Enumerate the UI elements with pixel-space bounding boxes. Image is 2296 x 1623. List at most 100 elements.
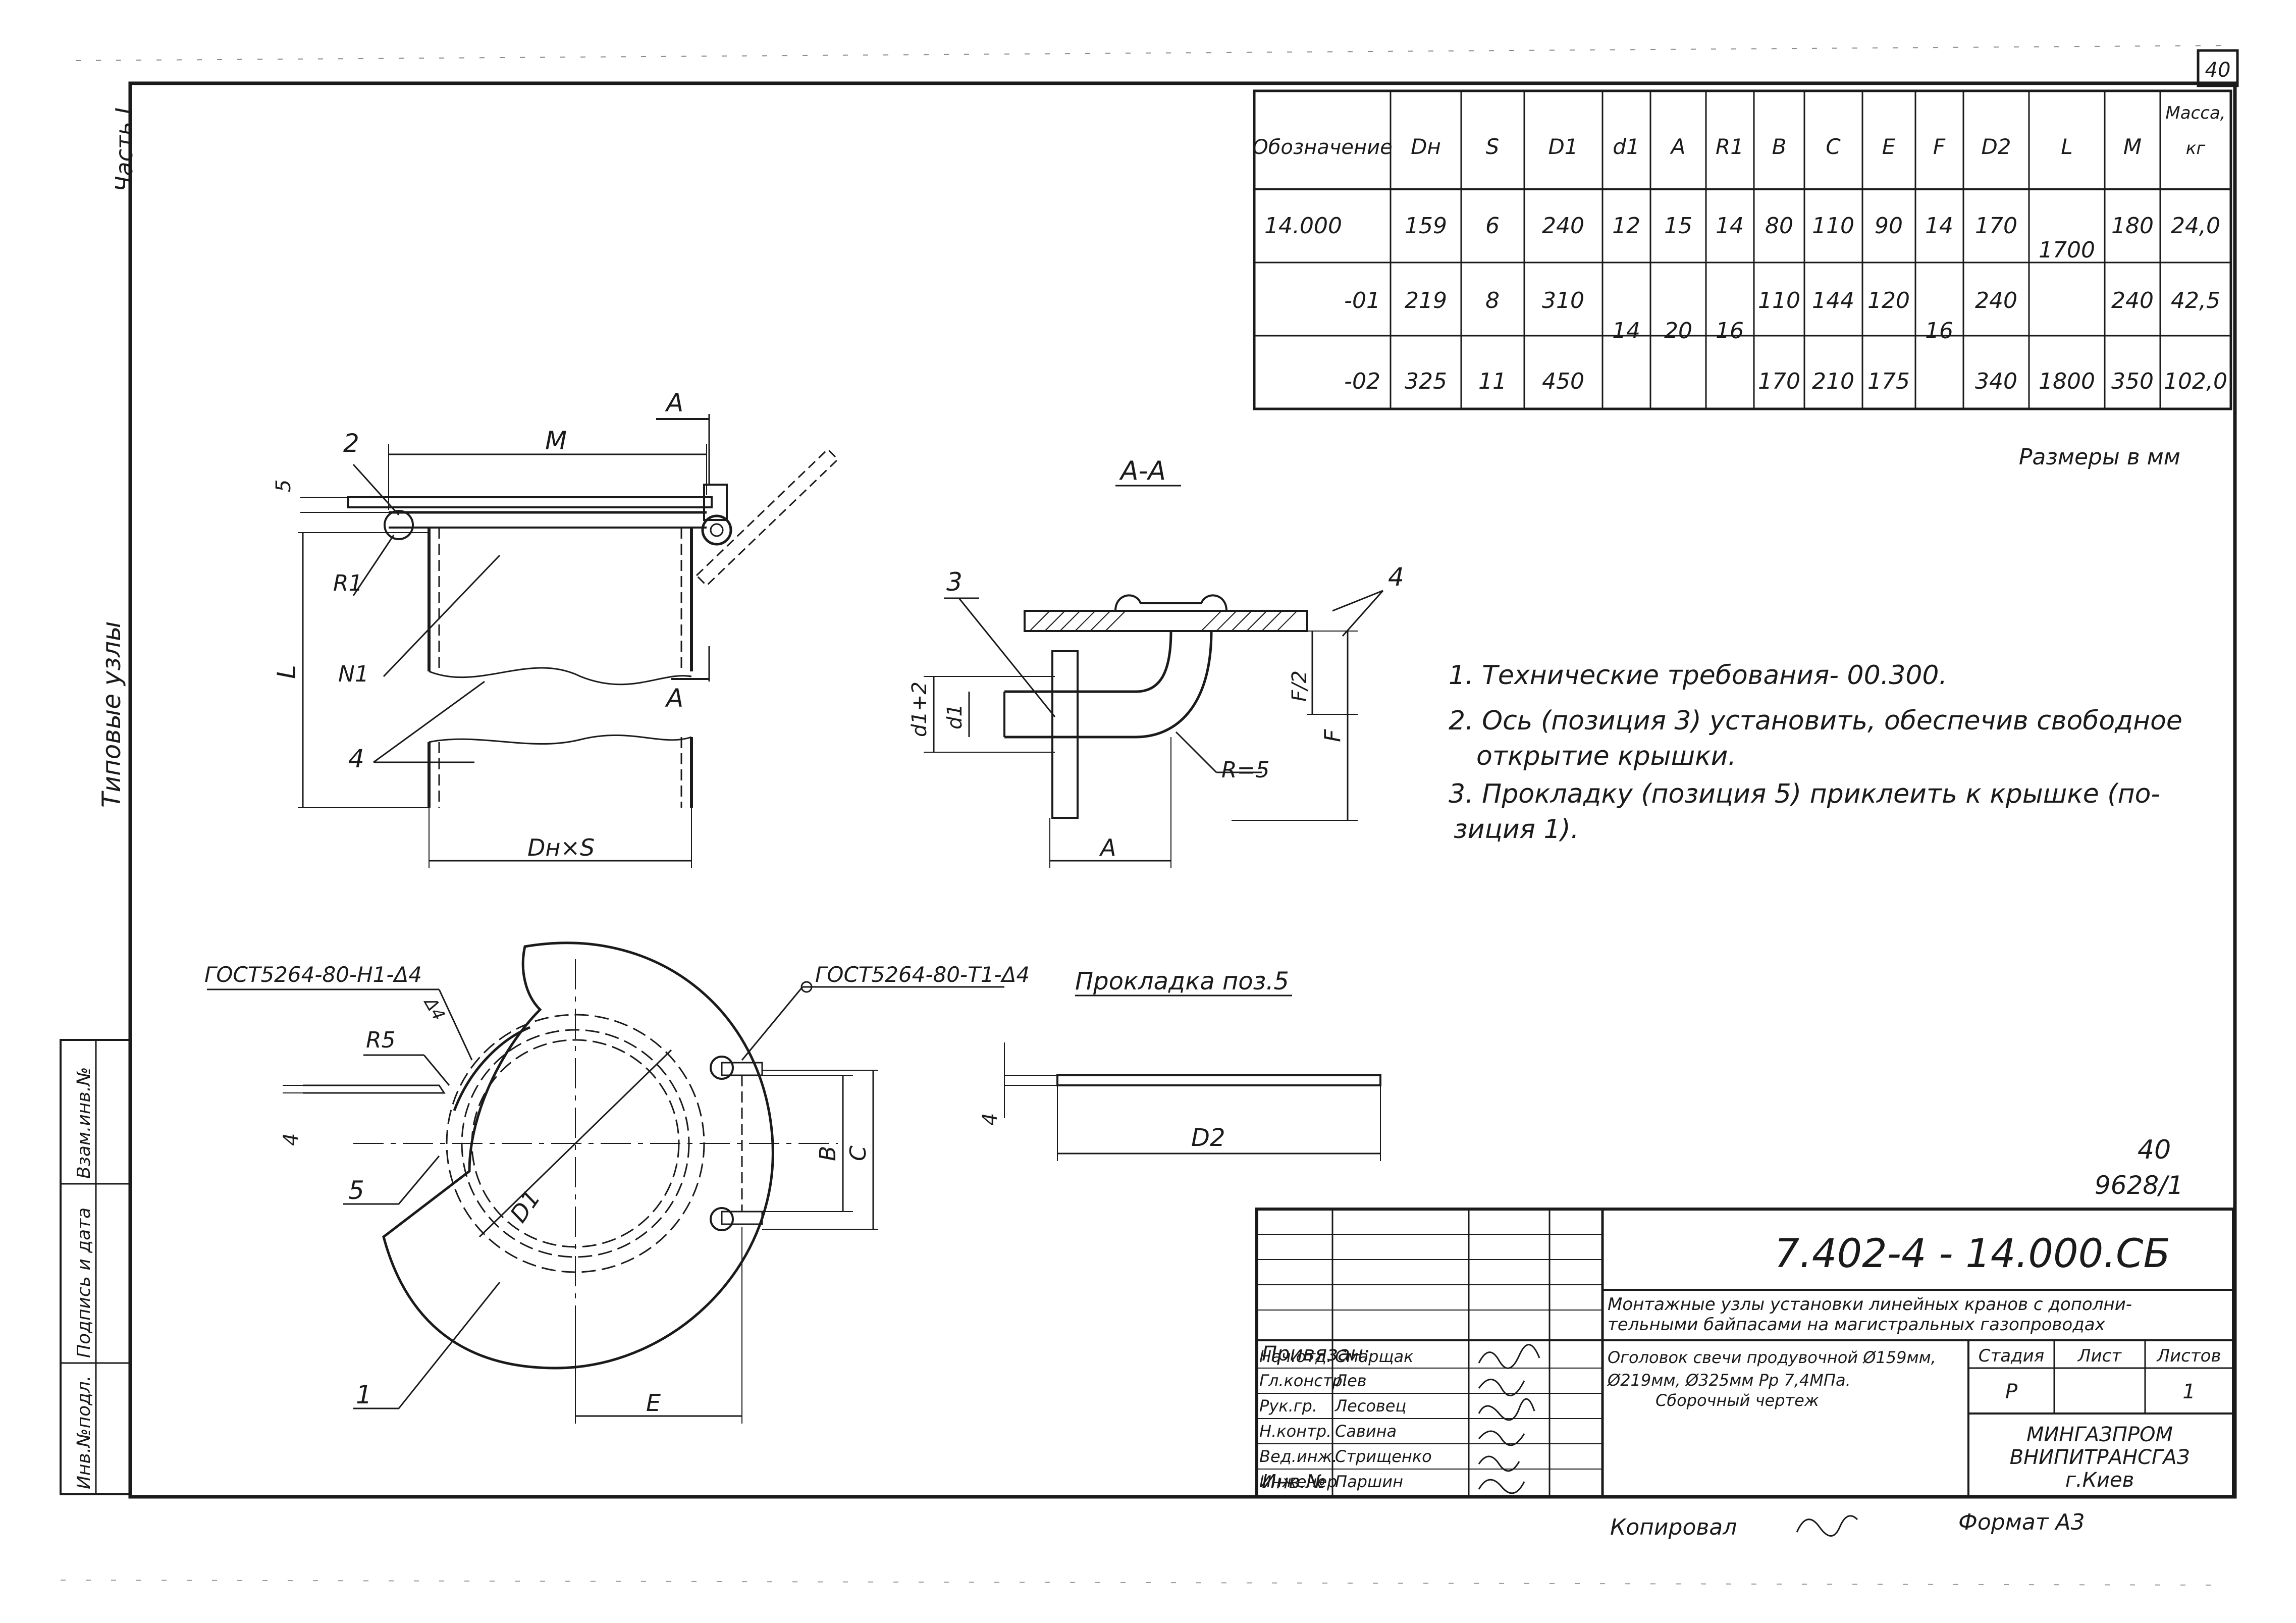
sheets-value: 1 bbox=[2182, 1380, 2195, 1403]
col-f-header: F bbox=[1933, 134, 1946, 159]
sign-role-2: Гл.констр. bbox=[1259, 1371, 1348, 1390]
row0-small-d1: 12 bbox=[1612, 213, 1640, 239]
vertical-label-section: Типовые узлы bbox=[97, 621, 126, 808]
dim-f-half: F/2 bbox=[1288, 670, 1311, 702]
note-line-4: 3. Прокладку (позиция 5) приклеить к кры… bbox=[1449, 779, 2160, 809]
notes-block: 1. Технические требования- 00.300. 2. Ос… bbox=[1449, 660, 2182, 845]
strip-inv-label: Инв.№подл. bbox=[74, 1376, 94, 1489]
row1-a: 20 bbox=[1664, 318, 1692, 344]
signature-scribble bbox=[1478, 1430, 1525, 1446]
dim-d1-plan: D1 bbox=[505, 1185, 546, 1227]
sign-role-1: Нач.отд. bbox=[1259, 1347, 1331, 1366]
col-r1-header: R1 bbox=[1716, 134, 1744, 159]
sign-name-4: Савина bbox=[1335, 1422, 1397, 1441]
weld-leg: Δ4 bbox=[419, 993, 449, 1024]
row0-a: 15 bbox=[1664, 213, 1692, 239]
col-d1-header: D1 bbox=[1548, 134, 1578, 159]
row0-dn: 159 bbox=[1405, 213, 1447, 239]
vertical-label-part: Часть I bbox=[111, 108, 138, 192]
row0-l: 1700 bbox=[2039, 237, 2095, 263]
dim-c: C bbox=[845, 1145, 871, 1161]
section-title: A-A bbox=[1119, 456, 1166, 486]
col-designation-header: Обозначение bbox=[1252, 136, 1393, 159]
row2-dn: 325 bbox=[1405, 369, 1447, 394]
section-mark-a-top: A bbox=[665, 388, 683, 417]
strip-replace-label: Взам.инв.№ bbox=[74, 1067, 94, 1179]
row1-m: 240 bbox=[2111, 288, 2154, 313]
section-view: A-A d1+2 d1 F/2 F bbox=[908, 456, 1404, 868]
signature-scribble bbox=[1478, 1379, 1525, 1396]
title-block: 7.402-4 - 14.000.СБ Монтажные узлы устан… bbox=[1255, 1208, 2235, 1498]
row0-f: 14 bbox=[1925, 213, 1953, 239]
sign-name-2: Лев bbox=[1334, 1371, 1367, 1390]
col-s-header: S bbox=[1486, 134, 1500, 159]
row1-b: 110 bbox=[1758, 288, 1800, 313]
pos-5-label: 5 bbox=[348, 1176, 364, 1205]
col-mass-header: Масса, bbox=[2165, 103, 2225, 123]
row1-d2: 240 bbox=[1975, 288, 2017, 313]
row2-mass: 102,0 bbox=[2164, 369, 2227, 394]
stamp-archive-number: 9628/1 bbox=[2095, 1171, 2183, 1200]
col-e-header: E bbox=[1882, 134, 1896, 159]
stage-value: Р bbox=[2005, 1380, 2018, 1403]
signature-scribble bbox=[1478, 1455, 1520, 1472]
sheet-number: 40 bbox=[2205, 59, 2231, 82]
pos-1-label: 1 bbox=[356, 1380, 372, 1409]
row0-d2: 170 bbox=[1975, 213, 2017, 239]
dim-r5-plan: R5 bbox=[366, 1027, 396, 1053]
row1-dn: 219 bbox=[1405, 288, 1447, 313]
row0-s: 6 bbox=[1485, 213, 1500, 239]
dim-a: A bbox=[1099, 834, 1116, 861]
row1-designation: -01 bbox=[1344, 288, 1380, 313]
dim-r1: R1 bbox=[333, 570, 363, 596]
sign-name-5: Стрищенко bbox=[1335, 1447, 1432, 1466]
row2-l: 1800 bbox=[2039, 369, 2095, 394]
pos-3-label: 3 bbox=[946, 567, 963, 597]
row1-small-d1: 14 bbox=[1612, 318, 1640, 344]
pos-4-section-label: 4 bbox=[1388, 562, 1404, 592]
copier-signature bbox=[1796, 1515, 1858, 1537]
row0-c: 110 bbox=[1812, 213, 1854, 239]
col-c-header: C bbox=[1826, 134, 1841, 159]
note-line-3: открытие крышки. bbox=[1476, 741, 1736, 771]
scan-noise bbox=[60, 1580, 2231, 1586]
row2-e: 175 bbox=[1867, 369, 1910, 394]
sign-role-3: Рук.гр. bbox=[1259, 1396, 1317, 1416]
sign-role-5: Вед.инж. bbox=[1259, 1447, 1338, 1466]
dim-e: E bbox=[646, 1389, 661, 1417]
col-small-d1-header: d1 bbox=[1613, 134, 1639, 159]
gasket-title: Прокладка поз.5 bbox=[1075, 967, 1289, 996]
dim-f: F bbox=[1320, 729, 1346, 742]
row0-m: 180 bbox=[2111, 213, 2154, 239]
dim-b: B bbox=[815, 1146, 841, 1161]
drawing-title-line-1: Оголовок свечи продувочной Ø159мм, bbox=[1608, 1348, 1936, 1367]
format-label: Формат А3 bbox=[1958, 1509, 2085, 1535]
pos-2-label: 2 bbox=[343, 429, 359, 458]
project-title-line-2: тельными байпасами на магистральных газо… bbox=[1608, 1315, 2106, 1335]
drawing-title-line-2: Ø219мм, Ø325мм Рр 7,4МПа. bbox=[1607, 1371, 1851, 1390]
col-a-header: A bbox=[1670, 134, 1686, 159]
weld-callout-left: ГОСТ5264-80-Н1-Δ4 bbox=[204, 962, 422, 987]
signature-scribble bbox=[1478, 1479, 1525, 1494]
row2-d1: 450 bbox=[1542, 369, 1584, 394]
sign-name-6: Паршин bbox=[1335, 1472, 1403, 1491]
copied-label: Копировал bbox=[1610, 1514, 1737, 1540]
row1-f: 16 bbox=[1925, 318, 1953, 344]
signature-scribble bbox=[1478, 1398, 1535, 1421]
row2-b: 170 bbox=[1758, 369, 1800, 394]
col-dn-header: Dн bbox=[1411, 134, 1441, 159]
dim-dn-s: Dн×S bbox=[527, 834, 595, 861]
sign-name-1: Смарщак bbox=[1335, 1347, 1414, 1366]
stamp-sheet-number: 40 bbox=[2138, 1135, 2171, 1165]
sign-role-6: Инженер bbox=[1259, 1472, 1337, 1491]
row2-designation: -02 bbox=[1344, 369, 1380, 394]
note-line-2: 2. Ось (позиция 3) установить, обеспечив… bbox=[1449, 706, 2182, 736]
dim-4-gasket: 4 bbox=[979, 1113, 1002, 1126]
dim-l: L bbox=[272, 665, 301, 679]
sheet-header: Лист bbox=[2077, 1346, 2122, 1366]
row1-e: 120 bbox=[1867, 288, 1910, 313]
dim-r5-section: R=5 bbox=[1221, 757, 1269, 783]
project-title-line-1: Монтажные узлы установки линейных кранов… bbox=[1608, 1294, 2132, 1315]
row1-mass: 42,5 bbox=[2171, 288, 2220, 313]
col-b-header: B bbox=[1772, 134, 1787, 159]
